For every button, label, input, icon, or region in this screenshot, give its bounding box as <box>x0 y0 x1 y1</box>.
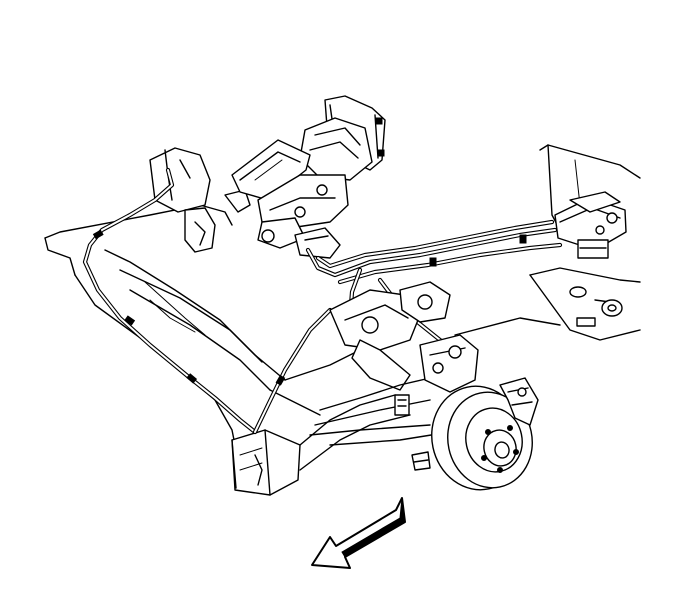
brake-rotor-hub <box>431 377 539 491</box>
frame-rail-left <box>44 204 286 451</box>
front-suspension <box>309 281 479 471</box>
left-strut-mount <box>149 147 251 253</box>
front-direction-arrow <box>311 497 406 569</box>
front-crossmember <box>231 349 411 496</box>
abs-modulator-assembly <box>454 144 641 341</box>
master-cylinder-assembly <box>231 95 386 259</box>
brake-lines <box>82 167 563 435</box>
